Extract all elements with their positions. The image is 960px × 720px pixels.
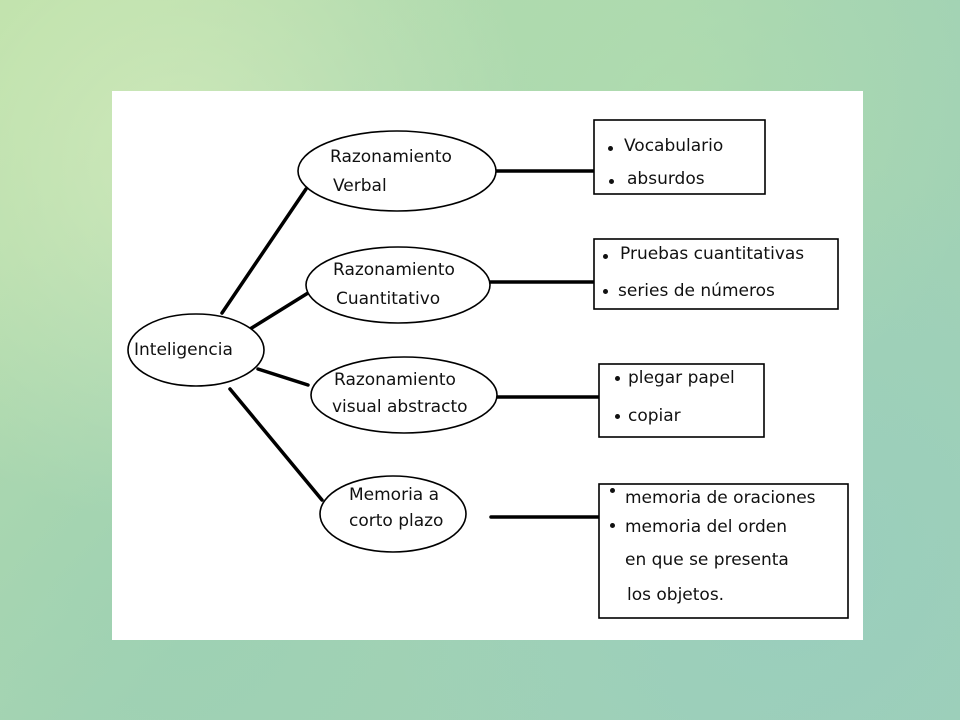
- connector-layer: [127, 119, 849, 619]
- connector-root-memoria: [228, 387, 324, 502]
- box-visual-item-1: plegar papel: [628, 368, 735, 388]
- node-memoria-shape: [319, 475, 467, 553]
- bullet-icon: [610, 488, 615, 493]
- node-verbal-label-line2: Verbal: [333, 176, 387, 196]
- node-visual-label-line1: Razonamiento: [334, 370, 456, 390]
- node-cuantitativo-label-line1: Razonamiento: [333, 260, 455, 280]
- node-memoria-label-line1: Memoria a: [349, 485, 440, 505]
- bullet-icon: [608, 146, 613, 151]
- bullet-icon: [603, 289, 608, 294]
- box-cuantitativo-item-1: Pruebas cuantitativas: [620, 244, 805, 264]
- node-cuantitativo-label-line2: Cuantitativo: [336, 289, 441, 309]
- node-inteligencia-label: Inteligencia: [134, 340, 233, 360]
- box-verbal: [593, 119, 766, 195]
- box-visual-item-2: copiar: [628, 406, 681, 426]
- box-memoria-continuation-1: en que se presenta: [625, 550, 789, 570]
- bullet-icon: [610, 523, 615, 528]
- box-visual: [598, 363, 765, 438]
- box-memoria-item-2: memoria del orden: [625, 517, 788, 537]
- box-cuantitativo: [593, 238, 839, 310]
- node-cuantitativo-shape: [305, 246, 491, 324]
- bullet-icon: [609, 179, 614, 184]
- connector-root-cuantitativo: [248, 291, 310, 331]
- box-memoria-item-1: memoria de oraciones: [625, 488, 816, 508]
- diagram-panel: Inteligencia Razonamiento Verbal Razonam…: [112, 91, 863, 640]
- node-verbal-label-line1: Razonamiento: [330, 147, 452, 167]
- box-memoria: [598, 483, 849, 619]
- bullet-icon: [615, 414, 620, 419]
- node-visual-shape: [310, 356, 498, 434]
- bullet-icon: [603, 254, 608, 259]
- node-verbal-shape: [297, 130, 497, 212]
- box-memoria-continuation-2: los objetos.: [627, 585, 725, 605]
- box-verbal-item-1: Vocabulario: [624, 136, 724, 156]
- connector-root-visual: [256, 367, 310, 387]
- node-visual-label-line2: visual abstracto: [332, 397, 468, 417]
- bullet-icon: [615, 376, 620, 381]
- node-inteligencia-shape: [127, 313, 265, 387]
- box-cuantitativo-item-2: series de números: [618, 281, 775, 301]
- node-memoria-label-line2: corto plazo: [349, 511, 444, 531]
- connector-root-verbal: [220, 187, 308, 315]
- box-verbal-item-2: absurdos: [627, 169, 705, 189]
